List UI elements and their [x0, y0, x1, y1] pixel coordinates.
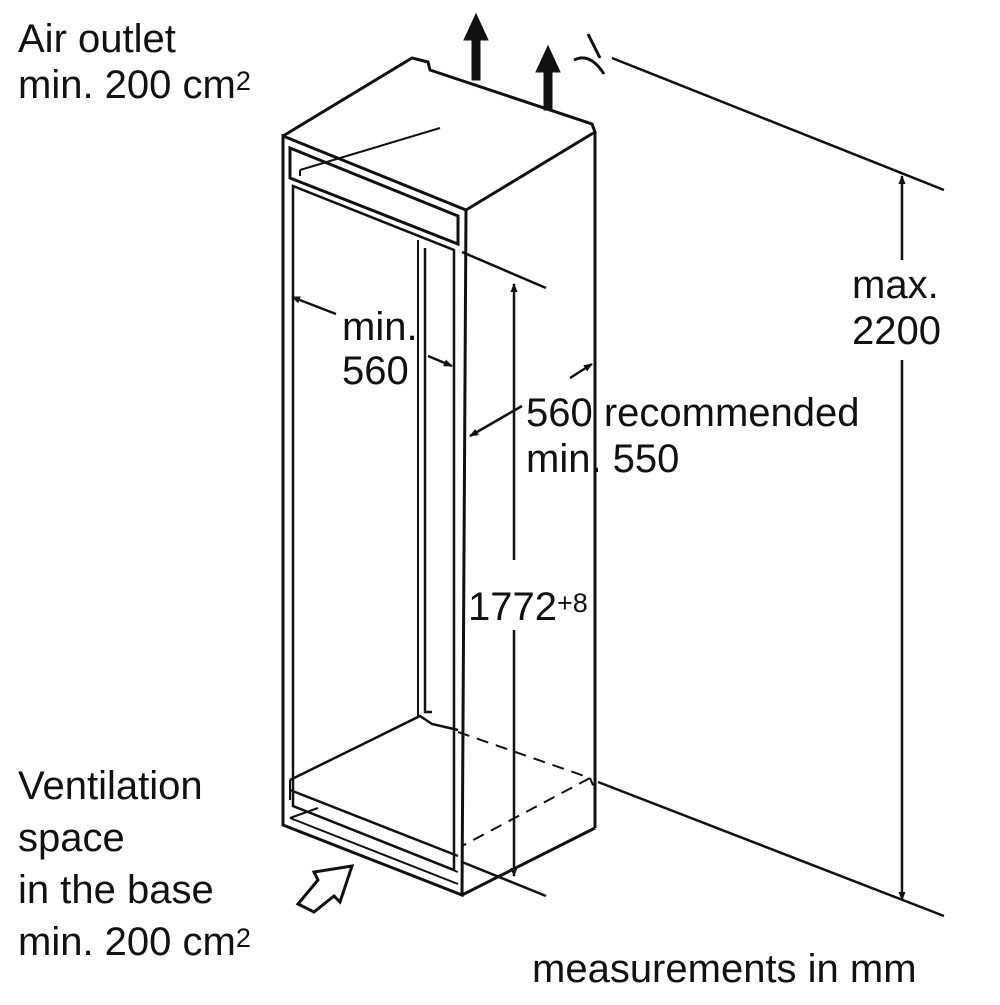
- max-bottom-extension: [597, 780, 945, 918]
- ventilation-inlet-arrow: [295, 864, 355, 914]
- niche-height-label: 1772+8: [468, 584, 588, 630]
- width-min-text: min.: [342, 305, 418, 349]
- max-height-value: 2200: [852, 309, 941, 353]
- air-outlet-line2-wrap: min. 200 cm2: [18, 62, 251, 108]
- hidden-base-dashed: [457, 731, 593, 847]
- cabinet-front-outer: [281, 133, 468, 898]
- max-height-label: max. 2200: [852, 262, 941, 354]
- niche-height-value: 1772: [468, 585, 557, 629]
- air-outlet-label: Air outlet min. 200 cm2: [18, 16, 251, 108]
- air-outlet-line1: Air outlet: [18, 17, 176, 61]
- units-footer: measurements in mm: [532, 947, 917, 991]
- width-dimension-line-left: [291, 295, 337, 316]
- width-dimension-line-right: [427, 354, 453, 368]
- ventilation-label: Ventilation space in the base min. 200 c…: [18, 760, 251, 968]
- width-min-value: 560: [342, 349, 409, 393]
- ventilation-line4-wrap: min. 200 cm2: [18, 916, 251, 968]
- depth-min: min. 550: [526, 437, 680, 481]
- air-outlet-arrow-2: [535, 44, 561, 111]
- clearance-symbol: [573, 33, 606, 75]
- depth-label: 560 recommended min. 550: [526, 390, 860, 482]
- ventilation-line1: Ventilation: [18, 764, 203, 808]
- ventilation-sup: 2: [235, 923, 251, 953]
- air-outlet-line2: min. 200 cm: [18, 63, 236, 107]
- ventilation-line4: min. 200 cm: [18, 920, 236, 964]
- depth-recommended: 560 recommended: [526, 391, 860, 435]
- air-outlet-sup: 2: [235, 66, 251, 96]
- max-top-extension: [611, 56, 945, 192]
- max-height-text: max.: [852, 263, 939, 307]
- cabinet-bottom-right: [461, 826, 596, 897]
- ventilation-line3: in the base: [18, 868, 214, 912]
- width-min-label: min. 560: [342, 304, 418, 394]
- air-outlet-arrow-1: [463, 12, 489, 81]
- inner-back-post: [423, 248, 432, 714]
- niche-height-tolerance: +8: [556, 588, 588, 618]
- base-plate: [289, 714, 459, 782]
- niche-bottom-extension: [461, 860, 547, 898]
- niche-top-extension: [461, 250, 547, 290]
- ventilation-line2: space: [18, 816, 125, 860]
